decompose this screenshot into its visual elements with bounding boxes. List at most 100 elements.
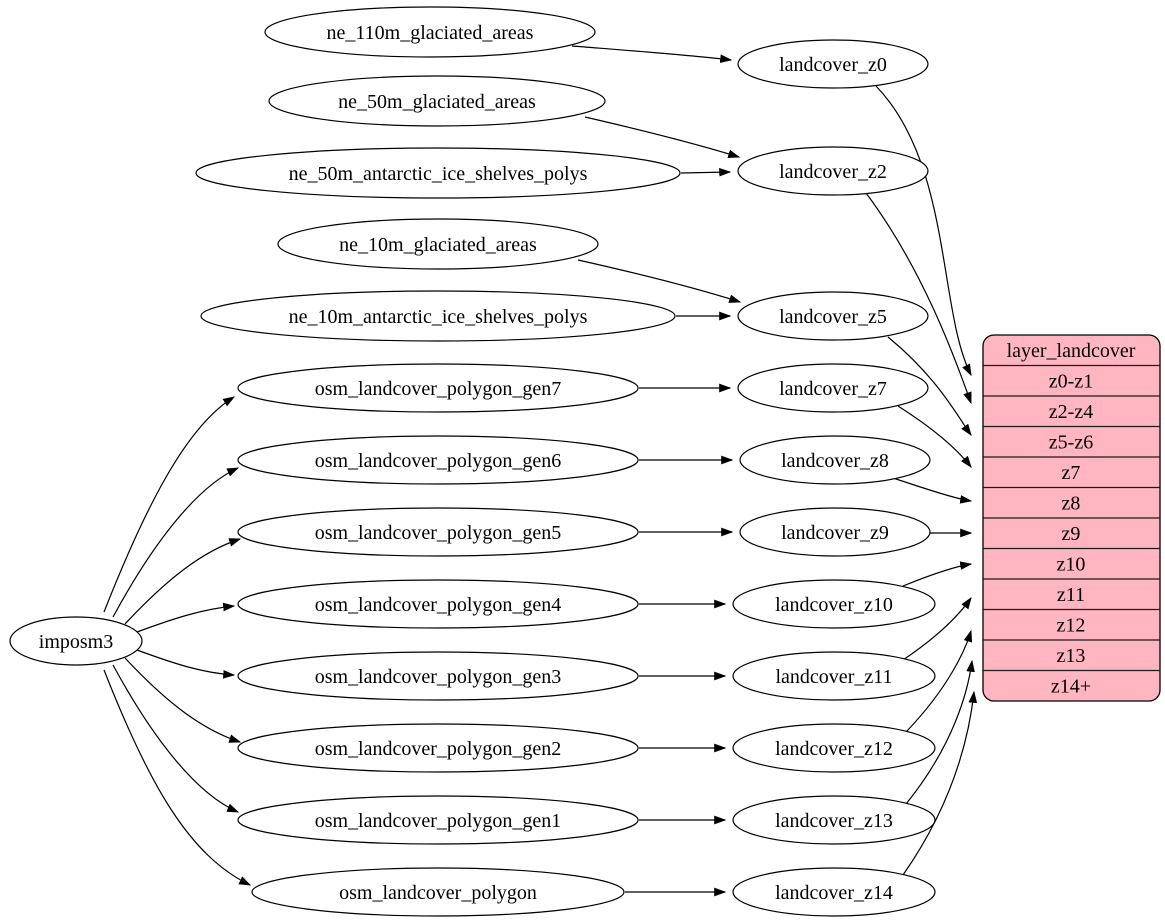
- node-landcover-z10: landcover_z10: [732, 579, 936, 629]
- node-imposm3: imposm3: [9, 616, 143, 666]
- edge-imposm3-to-poly: [103, 669, 252, 886]
- edge-imposm3-to-gen5: [124, 538, 242, 625]
- edge-ne50m-to-z2: [584, 116, 741, 158]
- node-osm-landcover-polygon: osm_landcover_polygon: [251, 867, 625, 917]
- table-row-z11: z11: [1057, 584, 1085, 606]
- node-landcover-z7-label: landcover_z7: [779, 378, 887, 400]
- table-title: layer_landcover: [1007, 340, 1136, 362]
- node-landcover-z8-shape: [739, 435, 931, 485]
- node-ne-110m-glaciated-areas-shape: [264, 6, 596, 58]
- node-landcover-z8: landcover_z8: [739, 435, 931, 485]
- table-row-z0-z1: z0-z1: [1049, 371, 1093, 393]
- node-osm-landcover-polygon-gen6-label: osm_landcover_polygon_gen6: [315, 450, 562, 472]
- node-landcover-z7-shape: [737, 363, 929, 413]
- node-landcover-z2-shape: [737, 146, 929, 196]
- node-landcover-z14: landcover_z14: [732, 867, 936, 917]
- edge-z13-to-row-z13: [905, 659, 975, 805]
- node-osm-landcover-polygon-gen5-shape: [237, 507, 639, 557]
- node-osm-landcover-polygon-gen2: osm_landcover_polygon_gen2: [237, 723, 639, 773]
- edge-z0-to-row-z0z1: [875, 85, 972, 377]
- node-osm-landcover-polygon-gen6: osm_landcover_polygon_gen6: [237, 435, 639, 485]
- edge-z8-to-row-z8: [892, 477, 973, 504]
- node-landcover-z0: landcover_z0: [737, 39, 929, 89]
- node-ne-110m-glaciated-areas-label: ne_110m_glaciated_areas: [327, 22, 534, 44]
- node-ne-10m-antarctic-ice-shelves-polys: ne_10m_antarctic_ice_shelves_polys: [200, 290, 676, 342]
- node-osm-landcover-polygon-gen3-label: osm_landcover_polygon_gen3: [315, 666, 562, 688]
- node-landcover-z5: landcover_z5: [737, 291, 929, 341]
- node-osm-landcover-polygon-gen3-shape: [237, 651, 639, 701]
- node-ne-10m-antarctic-ice-shelves-polys-shape: [200, 290, 676, 342]
- node-osm-landcover-polygon-gen1-shape: [237, 795, 639, 845]
- edge-imposm3-to-gen7: [103, 396, 236, 613]
- table-row-z9: z9: [1062, 523, 1081, 545]
- edge-ne50mant-to-z2: [680, 167, 732, 177]
- node-landcover-z11-label: landcover_z11: [776, 666, 893, 688]
- node-landcover-z2-label: landcover_z2: [779, 161, 887, 183]
- node-landcover-z12: landcover_z12: [732, 723, 936, 773]
- node-osm-landcover-polygon-gen5-label: osm_landcover_polygon_gen5: [315, 522, 562, 544]
- table-layer-landcover: layer_landcover z0-z1 z2-z4 z5-z6 z7 z8 …: [982, 334, 1161, 702]
- node-landcover-z10-label: landcover_z10: [775, 594, 893, 616]
- node-osm-landcover-polygon-gen7: osm_landcover_polygon_gen7: [237, 363, 639, 413]
- node-osm-landcover-polygon-label: osm_landcover_polygon: [339, 882, 537, 904]
- table-row-z13: z13: [1057, 645, 1086, 667]
- edge-imposm3-to-gen4: [136, 602, 236, 633]
- node-ne-10m-glaciated-areas: ne_10m_glaciated_areas: [277, 218, 599, 270]
- edge-imposm3-to-gen3: [136, 649, 236, 679]
- node-imposm3-label: imposm3: [39, 631, 113, 653]
- node-landcover-z0-label: landcover_z0: [779, 54, 887, 76]
- table-row-z5-z6: z5-z6: [1049, 432, 1093, 454]
- node-osm-landcover-polygon-gen7-shape: [237, 363, 639, 413]
- node-layer: imposm3 ne_110m_glaciated_areas ne_50m_g…: [9, 6, 936, 917]
- table-row-z14plus: z14+: [1051, 676, 1091, 698]
- node-landcover-z7: landcover_z7: [737, 363, 929, 413]
- node-landcover-z9: landcover_z9: [739, 507, 931, 557]
- node-landcover-z13-shape: [732, 795, 936, 845]
- node-landcover-z9-shape: [739, 507, 931, 557]
- node-imposm3-shape: [9, 616, 143, 666]
- node-landcover-z12-label: landcover_z12: [775, 738, 893, 760]
- table-row-z10: z10: [1057, 554, 1086, 576]
- node-ne-10m-glaciated-areas-shape: [277, 218, 599, 270]
- edge-imposm3-to-gen2: [124, 657, 242, 743]
- node-ne-10m-antarctic-ice-shelves-polys-label: ne_10m_antarctic_ice_shelves_polys: [289, 306, 588, 328]
- node-ne-50m-glaciated-areas: ne_50m_glaciated_areas: [268, 75, 606, 127]
- edge-layer: [103, 45, 978, 897]
- node-landcover-z10-shape: [732, 579, 936, 629]
- edge-z10-to-row-z10: [902, 561, 973, 587]
- edge-ne110m-to-z0: [571, 45, 733, 63]
- node-landcover-z13-label: landcover_z13: [775, 810, 893, 832]
- node-osm-landcover-polygon-gen1-label: osm_landcover_polygon_gen1: [315, 810, 562, 832]
- table-row-z12: z12: [1057, 615, 1086, 637]
- node-landcover-z12-shape: [732, 723, 936, 773]
- node-landcover-z14-label: landcover_z14: [775, 882, 893, 904]
- node-osm-landcover-polygon-gen1: osm_landcover_polygon_gen1: [237, 795, 639, 845]
- node-landcover-z0-shape: [737, 39, 929, 89]
- node-ne-50m-antarctic-ice-shelves-polys-label: ne_50m_antarctic_ice_shelves_polys: [289, 163, 588, 185]
- node-landcover-z8-label: landcover_z8: [781, 450, 889, 472]
- node-landcover-z5-label: landcover_z5: [779, 306, 887, 328]
- node-ne-50m-glaciated-areas-shape: [268, 75, 606, 127]
- table-row-z8: z8: [1062, 493, 1081, 515]
- node-ne-50m-antarctic-ice-shelves-polys: ne_50m_antarctic_ice_shelves_polys: [195, 147, 681, 199]
- edge-ne10m-to-z5: [577, 259, 742, 303]
- node-osm-landcover-polygon-gen3: osm_landcover_polygon_gen3: [237, 651, 639, 701]
- node-landcover-z11-shape: [732, 651, 936, 701]
- node-osm-landcover-polygon-gen4-shape: [237, 579, 639, 629]
- edge-z14-to-row-z14plus: [902, 690, 978, 876]
- node-landcover-z5-shape: [737, 291, 929, 341]
- node-ne-50m-glaciated-areas-label: ne_50m_glaciated_areas: [338, 91, 536, 113]
- edge-z12-to-row-z12: [905, 629, 973, 733]
- table-row-z2-z4: z2-z4: [1049, 401, 1093, 423]
- edge-z5-to-row-z5z6: [887, 336, 972, 436]
- node-ne-110m-glaciated-areas: ne_110m_glaciated_areas: [264, 6, 596, 58]
- node-osm-landcover-polygon-gen2-label: osm_landcover_polygon_gen2: [315, 738, 562, 760]
- node-landcover-z11: landcover_z11: [732, 651, 936, 701]
- node-ne-10m-glaciated-areas-label: ne_10m_glaciated_areas: [339, 234, 537, 256]
- edge-z7-to-row-z7: [897, 405, 972, 468]
- table-row-z7: z7: [1062, 462, 1081, 484]
- node-landcover-z2: landcover_z2: [737, 146, 929, 196]
- node-landcover-z9-label: landcover_z9: [781, 522, 889, 544]
